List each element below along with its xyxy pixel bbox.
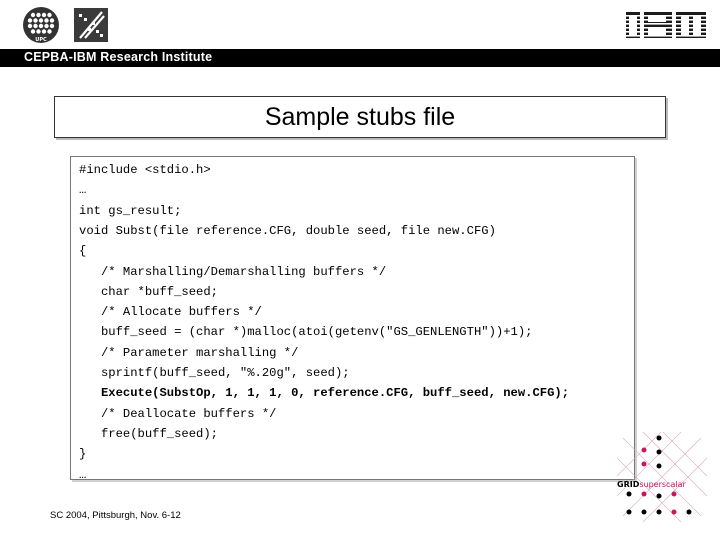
cepba-logo-icon bbox=[74, 8, 108, 42]
institute-name: CEPBA-IBM Research Institute bbox=[24, 50, 213, 64]
superscalar-word: superscalar bbox=[639, 480, 686, 489]
code-line: /* Marshalling/Demarshalling buffers */ bbox=[79, 264, 387, 279]
slide-title: Sample stubs file bbox=[264, 103, 456, 131]
code-line: { bbox=[79, 244, 87, 259]
ibm-logo-icon bbox=[624, 12, 710, 38]
code-line: sprintf(buff_seed, "%.20g", seed); bbox=[79, 366, 350, 380]
code-line: /* Deallocate buffers */ bbox=[79, 406, 277, 421]
code-line: … bbox=[79, 183, 87, 198]
code-line: char *buff_seed; bbox=[79, 284, 218, 299]
grid-network-icon bbox=[616, 431, 708, 523]
grid-superscalar-logo: GRIDsuperscalar bbox=[616, 431, 708, 528]
footer-conference: SC 2004, Pittsburgh, Nov. 6-12 bbox=[50, 510, 181, 521]
code-line: … bbox=[79, 467, 87, 482]
grid-word: GRID bbox=[617, 480, 640, 489]
upc-logo-icon: UPC bbox=[23, 7, 59, 43]
slide-header: UPC bbox=[0, 0, 720, 48]
institute-bar: CEPBA-IBM Research Institute bbox=[0, 49, 720, 67]
svg-text:UPC: UPC bbox=[35, 37, 47, 43]
slide-title-box: Sample stubs file bbox=[54, 96, 666, 138]
code-line: buff_seed = (char *)malloc(atoi(getenv("… bbox=[79, 325, 533, 340]
code-line: #include <stdio.h> bbox=[79, 163, 211, 177]
code-line: free(buff_seed); bbox=[79, 426, 218, 441]
grid-logo-wordmark: GRIDsuperscalar bbox=[617, 480, 686, 489]
code-line: } bbox=[79, 447, 87, 462]
code-line: Execute(SubstOp, 1, 1, 1, 0, reference.C… bbox=[79, 386, 570, 401]
code-listing: #include <stdio.h> … int gs_result;void Su… bbox=[70, 156, 635, 482]
code-line: int gs_result; bbox=[79, 203, 182, 218]
code-line: /* Parameter marshalling */ bbox=[79, 345, 299, 360]
code-line: /* Allocate buffers */ bbox=[79, 305, 262, 320]
code-line: void Subst(file reference.CFG, double se… bbox=[79, 223, 496, 238]
